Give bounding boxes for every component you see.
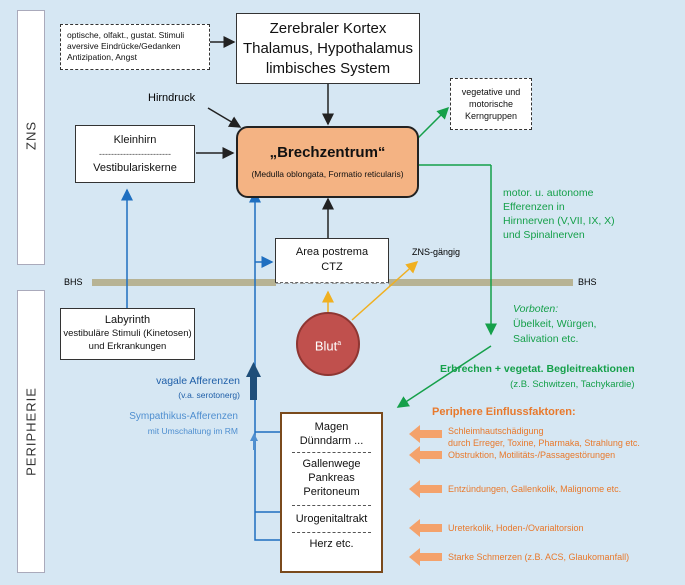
kleinhirn-bottom: Vestibulariskerne (93, 162, 177, 174)
kortex-line3: limbisches System (265, 60, 391, 77)
kortex-box: Zerebraler Kortex Thalamus, Hypothalamus… (236, 13, 420, 84)
vorboten-title: Vorboten: (513, 303, 559, 315)
organ-separator (292, 532, 371, 533)
kleinhirn-top: Kleinhirn (113, 134, 157, 146)
stimuli-line1: optische, olfakt., gustat. Stimuli (67, 30, 185, 40)
peripherie-panel (17, 290, 45, 573)
sympathikus-line1: Sympathikus-Afferenzen (129, 411, 238, 422)
hirndruck-label: Hirndruck (148, 92, 196, 104)
organ-duenndarm: Dünndarm ... (299, 435, 364, 447)
vagale-line1: vagale Afferenzen (156, 375, 240, 387)
labyrinth-line2: vestibuläre Stimuli (Kinetosen) (63, 328, 192, 339)
organ-gallenwege: Gallenwege (302, 458, 361, 470)
area-line1: Area postrema (295, 246, 369, 258)
blut-text: Blut (314, 338, 338, 354)
organ-separator (292, 452, 371, 453)
vorboten-line2: Salivation etc. (513, 333, 579, 345)
stimuli-line3: Antizipation, Angst (67, 52, 137, 62)
periphere-f1a: Schleimhautschädigung (448, 426, 544, 436)
efferenzen-line1: motor. u. autonome (503, 187, 594, 199)
labyrinth-line1: Labyrinth (104, 314, 151, 326)
periphere-f2: Obstruktion, Motilitäts-/Passagestörunge… (448, 450, 616, 460)
stimuli-line2: aversive Eindrücke/Gedanken (67, 41, 181, 51)
vagale-line2: (v.a. serotonerg) (178, 390, 240, 400)
organ-box: Magen Dünndarm ... Gallenwege Pankreas P… (280, 412, 383, 573)
efferenzen-line4: und Spinalnerven (503, 229, 585, 241)
area-line2: CTZ (321, 261, 343, 273)
organ-peritoneum: Peritoneum (303, 486, 360, 498)
periphere-f1b: durch Erreger, Toxine, Pharmaka, Strahlu… (448, 438, 640, 448)
periphere-f1: Schleimhautschädigung durch Erreger, Tox… (448, 425, 640, 461)
brechzentrum-box: „Brechzentrum“ (Medulla oblongata, Forma… (236, 126, 419, 198)
kortex-line2: Thalamus, Hypothalamus (242, 40, 414, 57)
vorboten-text: Vorboten: Übelkeit, Würgen, Salivation e… (513, 302, 596, 347)
vorboten-line1: Übelkeit, Würgen, (513, 318, 597, 330)
periphere-f3: Entzündungen, Gallenkolik, Malignome etc… (448, 484, 622, 494)
sympathikus-line2: mit Umschaltung im RM (147, 426, 238, 436)
efferenzen-line2: Efferenzen in (503, 201, 565, 213)
sympathikus-text: Sympathikus-Afferenzen mit Umschaltung i… (100, 410, 238, 438)
stimuli-box: optische, olfakt., gustat. Stimuli avers… (60, 24, 210, 70)
kleinhirn-dashes: ------------------------ (99, 149, 171, 159)
bhs-right-label: BHS (578, 277, 597, 287)
kerngruppen-line3: Kerngruppen (464, 111, 518, 121)
blut-sup: a (337, 340, 342, 347)
bhs-left-label: BHS (64, 277, 83, 287)
zns-gaengig-label: ZNS-gängig (412, 247, 461, 257)
labyrinth-line3: und Erkrankungen (88, 341, 167, 352)
erbrechen-text: Erbrechen + vegetat. Begleitreaktionen (… (440, 362, 635, 392)
organ-urogenital: Urogenitaltrakt (295, 513, 368, 525)
brechzentrum-title: „Brechzentrum“ (269, 144, 386, 161)
organ-separator (292, 505, 371, 506)
organ-magen: Magen (314, 421, 349, 433)
periphere-f4: Ureterkolik, Hoden-/Ovarialtorsion (448, 523, 584, 533)
erbrechen-line2: (z.B. Schwitzen, Tachykardie) (510, 379, 635, 390)
periphere-title: Periphere Einflussfaktoren: (432, 406, 576, 418)
zns-panel (17, 10, 45, 265)
organ-herz: Herz etc. (309, 538, 354, 550)
kleinhirn-box: Kleinhirn ------------------------ Vesti… (75, 125, 195, 183)
brechzentrum-subtitle: (Medulla oblongata, Formatio reticularis… (251, 169, 404, 179)
kerngruppen-line1: vegetative und (461, 87, 521, 97)
organ-pankreas: Pankreas (308, 472, 355, 484)
kerngruppen-box: vegetative und motorische Kerngruppen (450, 78, 532, 130)
blut-circle: Bluta (296, 312, 360, 376)
area-postrema-box: Area postrema CTZ (275, 238, 389, 283)
efferenzen-line3: Hirnnerven (V,VII, IX, X) (503, 215, 615, 227)
erbrechen-line1: Erbrechen + vegetat. Begleitreaktionen (440, 363, 635, 375)
labyrinth-box: Labyrinth vestibuläre Stimuli (Kinetosen… (60, 308, 195, 360)
periphere-f5: Starke Schmerzen (z.B. ACS, Glaukomanfal… (448, 552, 630, 562)
kortex-line1: Zerebraler Kortex (269, 20, 387, 37)
vagale-text: vagale Afferenzen (v.a. serotonerg) (130, 374, 240, 402)
kerngruppen-line2: motorische (468, 99, 513, 109)
efferenzen-text: motor. u. autonome Efferenzen in Hirnner… (503, 186, 615, 242)
